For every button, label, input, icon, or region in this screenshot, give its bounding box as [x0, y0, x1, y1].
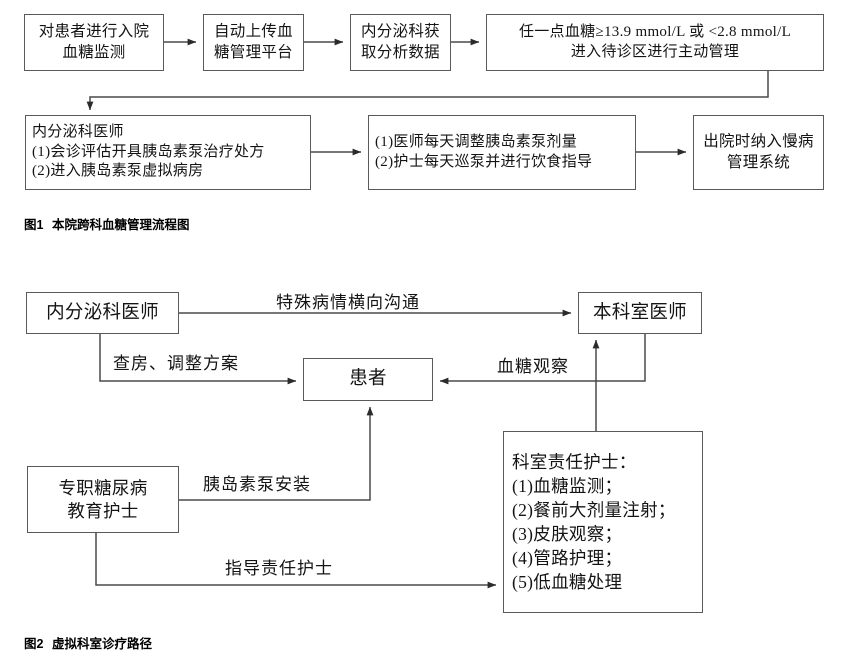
node-line: 血糖监测	[62, 43, 126, 61]
node-line: 内分泌科医师	[46, 302, 159, 323]
node-line: 管理系统	[726, 153, 791, 171]
edge-label-glucose-observation: 血糖观察	[497, 357, 569, 376]
node-line: (2)进入胰岛素泵虚拟病房	[32, 163, 204, 180]
figure2-caption-text: 虚拟科室诊疗路径	[51, 637, 152, 651]
edge-label-guide-nurse: 指导责任护士	[225, 559, 333, 578]
node-responsible-nurse[interactable]: 科室责任护士： (1)血糖监测； (2)餐前大剂量注射； (3)皮肤观察； (4…	[503, 431, 703, 613]
edge-label-rounds-adjust-plan: 查房、调整方案	[113, 354, 239, 373]
node-endocrine-analysis[interactable]: 内分泌科获 取分析数据	[350, 14, 451, 71]
node-discharge-system[interactable]: 出院时纳入慢病 管理系统	[693, 115, 824, 190]
nurse-item: (2)餐前大剂量注射；	[512, 499, 676, 520]
node-department-doctor[interactable]: 本科室医师	[578, 292, 702, 334]
node-upload-platform[interactable]: 自动上传血 糖管理平台	[203, 14, 304, 71]
figure1-caption-text: 本院跨科血糖管理流程图	[51, 218, 190, 232]
node-line: 进入待诊区进行主动管理	[570, 43, 740, 60]
node-line: 自动上传血	[213, 23, 293, 41]
node-line: 内分泌科获	[360, 23, 440, 41]
figure1-caption-label: 图1	[24, 218, 44, 232]
nurse-item: (1)血糖监测；	[512, 475, 623, 496]
node-line: 取分析数据	[360, 43, 440, 61]
node-line: (1)医师每天调整胰岛素泵剂量	[375, 134, 577, 150]
node-line: 内分泌科医师	[32, 124, 124, 141]
node-patient[interactable]: 患者	[303, 358, 433, 401]
node-line: 教育护士	[67, 500, 139, 521]
figure2-caption: 图2 虚拟科室诊疗路径	[24, 633, 152, 652]
node-line: 出院时纳入慢病	[703, 133, 814, 151]
node-line: 专职糖尿病	[58, 477, 148, 498]
nurse-item: (5)低血糖处理	[512, 572, 623, 593]
nurse-item: (3)皮肤观察；	[512, 524, 623, 544]
node-line: 对患者进行入院	[38, 23, 150, 41]
nurse-item: (4)管路护理；	[512, 548, 623, 569]
node-line: 本科室医师	[592, 302, 687, 323]
node-endocrinologist-f1[interactable]: 内分泌科医师 (1)会诊评估开具胰岛素泵治疗处方 (2)进入胰岛素泵虚拟病房	[25, 115, 311, 190]
node-line: 患者	[349, 369, 387, 390]
node-line: (1)会诊评估开具胰岛素泵治疗处方	[32, 143, 265, 160]
node-endocrinologist-f2[interactable]: 内分泌科医师	[26, 292, 179, 334]
edge-f1-4	[86, 71, 769, 111]
edge-label-pump-installation: 胰岛素泵安装	[203, 475, 311, 494]
figure1-caption: 图1 本院跨科血糖管理流程图	[24, 214, 189, 233]
node-line: 任一点血糖≥13.9 mmol/L 或 <2.8 mmol/L	[518, 24, 792, 40]
node-glucose-threshold[interactable]: 任一点血糖≥13.9 mmol/L 或 <2.8 mmol/L 进入待诊区进行主…	[486, 14, 824, 71]
node-admission-monitoring[interactable]: 对患者进行入院 血糖监测	[24, 14, 164, 71]
node-daily-management[interactable]: (1)医师每天调整胰岛素泵剂量 (2)护士每天巡泵并进行饮食指导	[368, 115, 636, 190]
edge-label-cross-communication: 特殊病情横向沟通	[276, 293, 420, 312]
node-line: (2)护士每天巡泵并进行饮食指导	[375, 153, 593, 170]
node-line: 糖管理平台	[213, 43, 293, 61]
node-diabetes-educator[interactable]: 专职糖尿病 教育护士	[27, 466, 179, 533]
nurse-title: 科室责任护士：	[512, 451, 637, 472]
figure2-caption-label: 图2	[24, 637, 44, 651]
